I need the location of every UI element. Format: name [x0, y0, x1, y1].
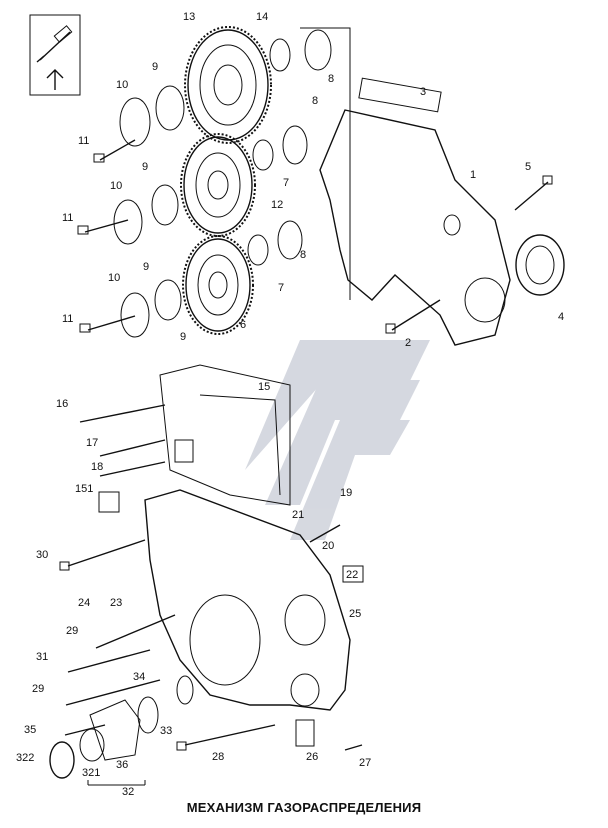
callout-322: 322 [16, 752, 34, 764]
callout-13: 13 [183, 11, 195, 23]
housing-bolts [59, 404, 363, 751]
callout-labels: 13 14 8 9 10 11 8 3 9 10 7 1 5 12 11 9 1… [16, 11, 564, 798]
callout-4: 4 [558, 311, 564, 323]
gear-bolts [77, 139, 553, 334]
callout-3: 3 [420, 86, 426, 98]
callout-20: 20 [322, 540, 334, 552]
orientation-arrow-icon [29, 14, 81, 96]
callout-29-lower: 29 [32, 683, 44, 695]
callout-25: 25 [349, 608, 361, 620]
callout-10-low: 10 [108, 272, 120, 284]
callout-32: 32 [122, 786, 134, 798]
callout-30: 30 [36, 549, 48, 561]
callout-36: 36 [116, 759, 128, 771]
callout-9-low: 9 [143, 261, 149, 273]
callout-1: 1 [470, 169, 476, 181]
callout-35: 35 [24, 724, 36, 736]
callout-23: 23 [110, 597, 122, 609]
camshaft-gear-middle [180, 133, 256, 237]
callout-8-mid: 8 [312, 95, 318, 107]
diagram-caption: МЕХАНИЗМ ГАЗОРАСПРЕДЕЛЕНИЯ [186, 800, 422, 815]
callout-10-top: 10 [116, 79, 128, 91]
callout-22-box [342, 565, 364, 583]
callout-2: 2 [405, 337, 411, 349]
callout-17: 17 [86, 437, 98, 449]
callout-21: 21 [292, 509, 304, 521]
callout-8-low: 8 [300, 249, 306, 261]
callout-10-mid: 10 [110, 180, 122, 192]
callout-28: 28 [212, 751, 224, 763]
callout-29-upper: 29 [66, 625, 78, 637]
callout-7-lower: 7 [278, 282, 284, 294]
callout-321: 321 [82, 767, 100, 779]
thrust-washers [113, 29, 332, 338]
callout-9-top: 9 [152, 61, 158, 73]
callout-22: 22 [346, 569, 358, 581]
camshaft-gear-lower [182, 235, 254, 335]
callout-16: 16 [56, 398, 68, 410]
callout-9-mid: 9 [142, 161, 148, 173]
callout-151: 151 [75, 483, 93, 495]
callout-6: 6 [240, 319, 246, 331]
callout-24: 24 [78, 597, 90, 609]
timing-gear-housing [144, 489, 351, 711]
callout-34: 34 [133, 671, 145, 683]
callout-9-bottom: 9 [180, 331, 186, 343]
callout-7-upper: 7 [283, 177, 289, 189]
callout-19: 19 [340, 487, 352, 499]
callout-5: 5 [525, 161, 531, 173]
callout-14: 14 [256, 11, 268, 23]
callout-26: 26 [306, 751, 318, 763]
callout-11-top: 11 [78, 135, 89, 147]
callout-11-low: 11 [62, 313, 73, 325]
watermark-logo [245, 340, 430, 540]
oil-pump-assembly [49, 675, 194, 779]
callout-27: 27 [359, 757, 371, 769]
callout-11-mid: 11 [62, 212, 73, 224]
seal-flange [515, 234, 565, 296]
callout-15: 15 [258, 381, 270, 393]
callout-8-top: 8 [328, 73, 334, 85]
callout-18: 18 [91, 461, 103, 473]
camshaft-gear-upper [184, 26, 272, 144]
callout-12: 12 [271, 199, 283, 211]
timing-backing-plate [319, 77, 511, 346]
callout-33: 33 [160, 725, 172, 737]
callout-31: 31 [36, 651, 48, 663]
upper-cover-plate [159, 364, 291, 506]
